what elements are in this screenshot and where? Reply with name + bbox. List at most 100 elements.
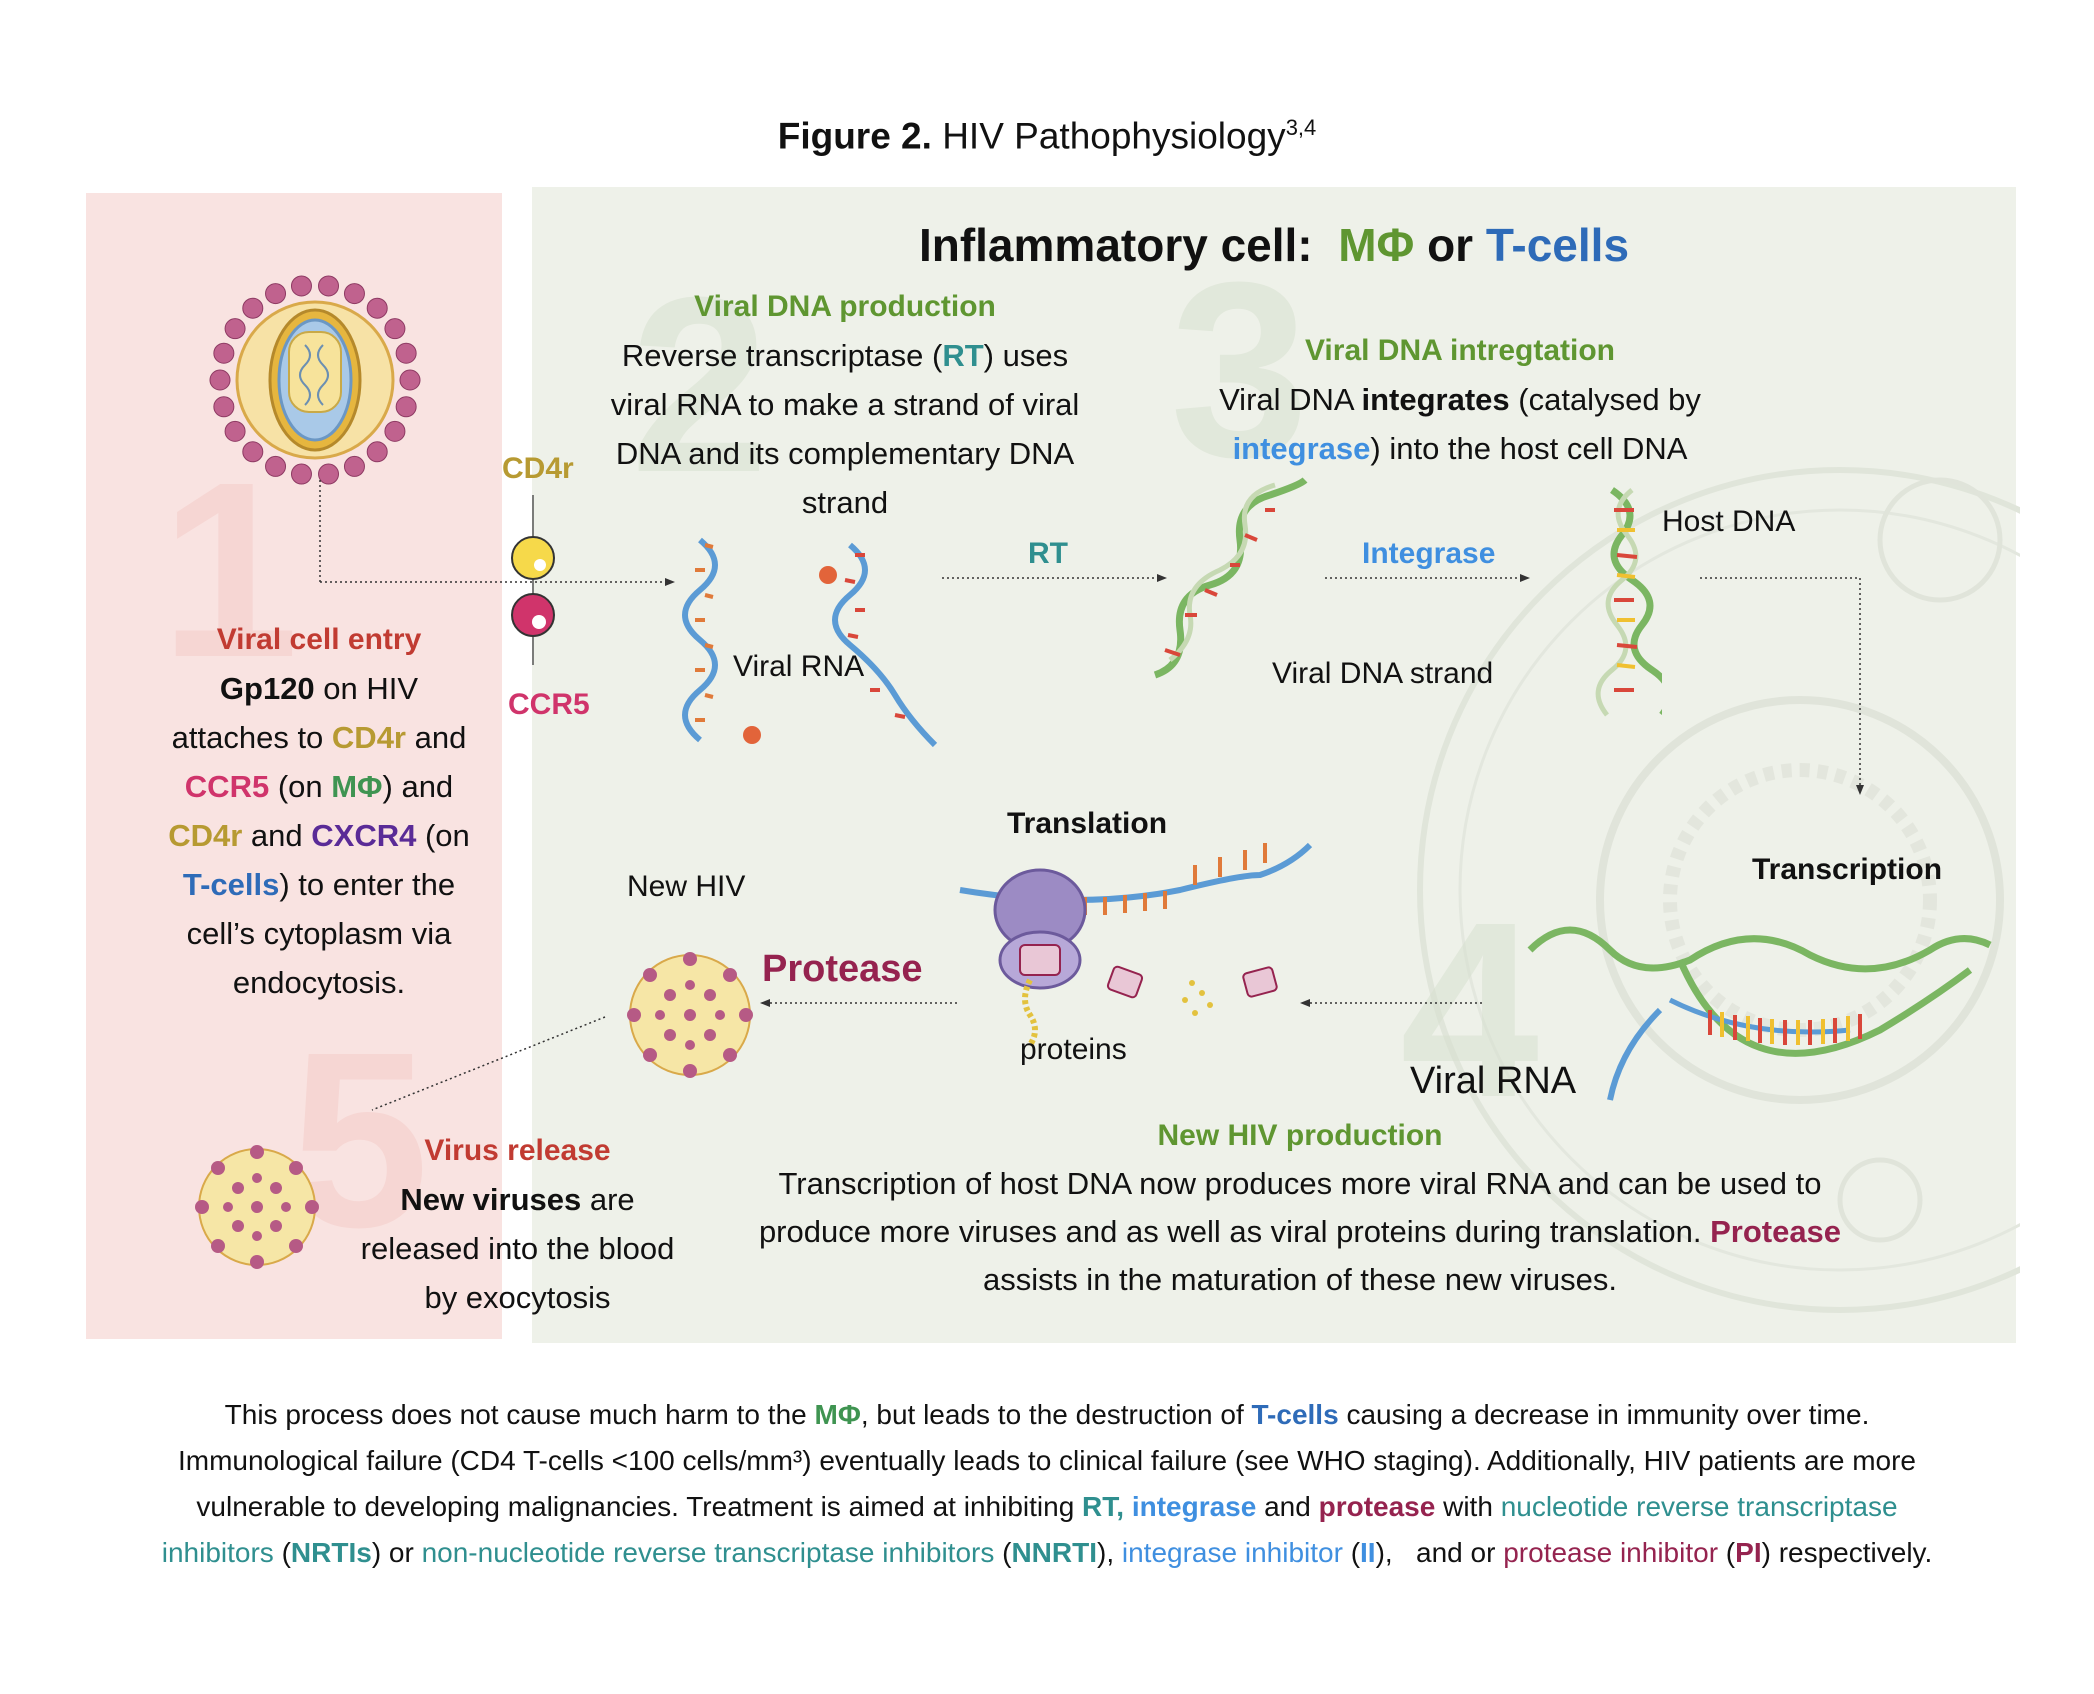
protease-label: Protease [762,948,923,990]
step4-text: produce more viruses and as well as vira… [758,1214,1711,1249]
cd4r-term: CD4r [331,720,407,755]
new-hiv-label: New HIV [627,870,746,903]
rt-term: RT [942,338,984,373]
step3-heading: Viral DNA intregtation [1304,334,1616,367]
virion-spike [290,463,312,485]
step-number-4: 4 [1400,870,1540,1149]
bottom-note: This process does not cause much harm to… [90,1392,2004,1576]
virion-spike [213,396,235,418]
panel-inflammatory-cell [532,187,2016,1343]
integrates-term: integrates [1361,382,1510,417]
mphi-term: MΦ [331,769,383,804]
step5-description: Virus release New viruses are released i… [340,1126,695,1322]
note-pi-abbr: PI [1735,1537,1762,1568]
step2-text: DNA and its complementary DNA [615,436,1075,471]
note-nnrti-abbr: NNRTI [1011,1537,1097,1568]
note-text: ( [1718,1537,1736,1568]
host-dna [1595,487,1662,717]
cd4r-term: CD4r [168,818,243,853]
virion-spike [366,441,388,463]
note-text: ( [273,1537,291,1568]
viral-rna-strands [682,537,938,748]
ccr5-term: CCR5 [184,769,270,804]
note-nnrti-text: non-nucleotide reverse transcriptase inh… [421,1537,995,1568]
ccr5-label: CCR5 [508,688,590,721]
step1-description: Viral cell entry Gp120 on HIV attaches t… [120,615,518,1007]
note-pi-text: protease inhibitor [1503,1537,1719,1568]
cd4r-label: CD4r [502,452,574,485]
step2-text: ) uses [983,338,1069,373]
note-rt-term: RT, [1082,1491,1125,1522]
virion-spike [213,342,235,364]
note-text: This process does not cause much harm to… [224,1399,815,1430]
virion-spike [384,318,406,340]
step4-text: assists in the maturation of these new v… [982,1262,1618,1297]
panel-title: Inflammatory cell: MΦ or T-cells [532,218,2016,272]
figure-title: Figure 2. HIV Pathophysiology3,4 [0,115,2094,157]
step-number-1: 1 [160,430,300,709]
virion-spike [399,369,421,391]
entry-connector-line [319,480,675,586]
viral-rna-label: Viral RNA [733,650,865,683]
step4-description: New HIV production Transcription of host… [560,1112,2040,1304]
note-text: with [1435,1491,1501,1522]
virion-spike [265,283,287,305]
virion-spike [343,283,365,305]
note-integrase-term: integrase [1131,1491,1257,1522]
note-text: vulnerable to developing malignancies. T… [196,1491,1083,1522]
step4-heading: New HIV production [1157,1119,1443,1152]
virion-spike [242,297,264,319]
integrase-arrow-label: Integrase [1362,537,1496,570]
step2-description: Viral DNA production Reverse transcripta… [580,282,1110,527]
cxcr4-term: CXCR4 [311,818,417,853]
note-ii-text: integrase inhibitor [1121,1537,1343,1568]
new-viruses-term: New viruses [400,1182,582,1217]
note-text: ), [1097,1537,1122,1568]
step1-text: and [406,720,467,755]
step5-heading: Virus release [424,1134,611,1167]
viral-dna-strand-label: Viral DNA strand [1272,657,1494,690]
note-text: ), and or [1375,1537,1504,1568]
gp120-term: Gp120 [219,671,315,706]
virion-spike [265,455,287,477]
protease-term: Protease [1710,1214,1842,1249]
step1-text: cell’s cytoplasm via [186,916,452,951]
note-text: Immunological failure (CD4 T-cells <100 … [177,1445,1916,1476]
step3-description: Viral DNA intregtation Viral DNA integra… [1160,326,1760,473]
note-protease-term: protease [1318,1491,1436,1522]
transcription-bubble-dna [1527,926,1992,1101]
note-text: ) respectively. [1761,1537,1933,1568]
translation-label: Translation [1007,807,1168,840]
host-to-transcription-arrow [1700,577,1864,795]
step1-text: endocytosis. [232,965,406,1000]
virion-spike [242,441,264,463]
virion-spike [343,455,365,477]
release-connector-line [371,1016,606,1111]
integrase-term: integrase [1232,431,1371,466]
step-number-3: 3 [1170,230,1310,509]
step2-text: strand [801,485,889,520]
step4-text: Transcription of host DNA now produces m… [778,1166,1822,1201]
step1-text: ) to enter the [279,867,456,902]
integrase-arrow [1325,574,1530,582]
step1-text: and [242,818,312,853]
transcription-label: Transcription [1752,853,1943,886]
new-hiv-virion-icon [627,952,753,1078]
virion-spike [224,420,246,442]
step3-text: Viral DNA [1219,382,1362,417]
step1-text: on HIV [314,671,419,706]
step1-heading: Viral cell entry [216,623,422,656]
step-number-2: 2 [630,245,770,524]
step5-text: by exocytosis [424,1280,611,1315]
figure-title-text: HIV Pathophysiology [942,115,1286,157]
step3-text: (catalysed by [1509,382,1701,417]
step2-text: viral RNA to make a strand of viral [610,387,1080,422]
rt-arrow-label: RT [1028,537,1068,570]
note-mphi-term: MΦ [814,1399,861,1430]
rt-arrow [942,574,1167,582]
step1-text: attaches to [171,720,332,755]
viral-dna-strand [1153,477,1308,679]
figure-title-citation: 3,4 [1285,115,1317,140]
virion-spike [395,342,417,364]
viral-rna-output-label: Viral RNA [1410,1060,1577,1102]
